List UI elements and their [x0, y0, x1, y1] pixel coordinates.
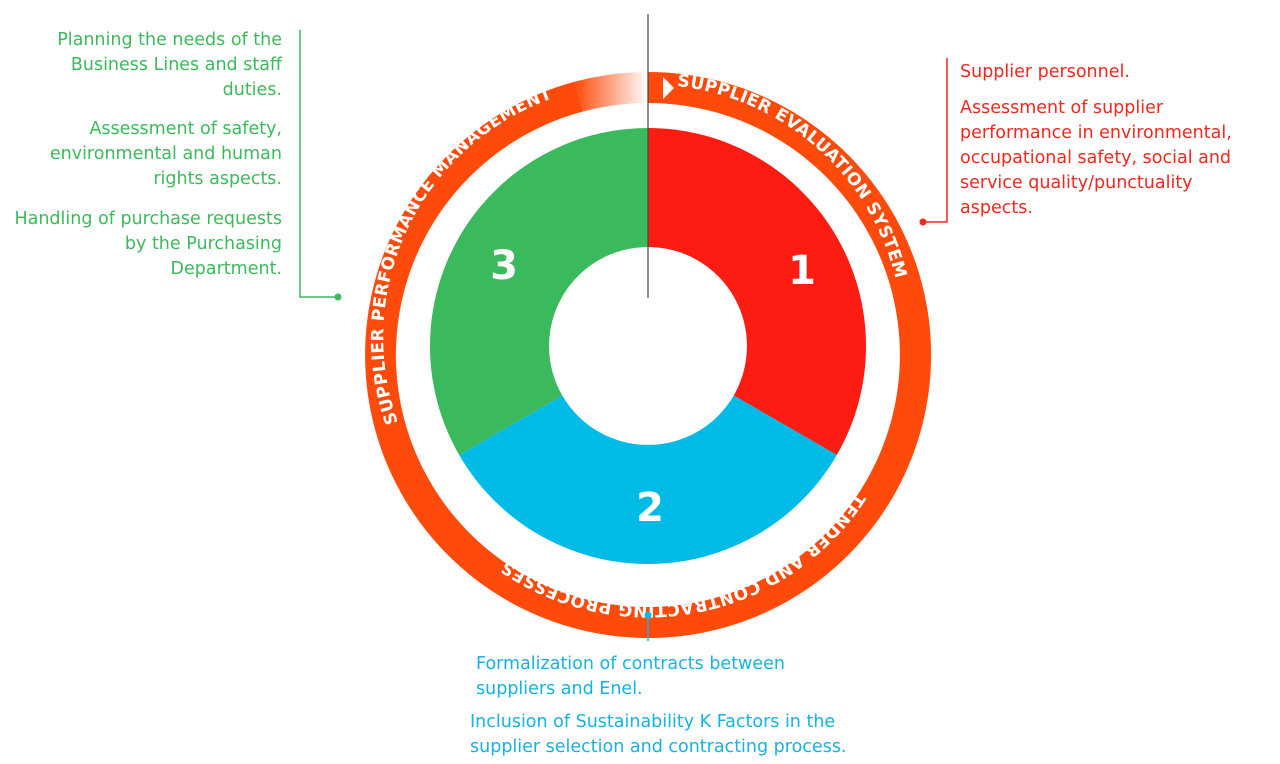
segment-1: [648, 128, 867, 455]
note-green-3: Handling of purchase requests by the Pur…: [14, 209, 282, 279]
segment-2: [459, 395, 837, 565]
note-red-1: Supplier personnel.: [960, 62, 1130, 82]
segment-number-3: 3: [490, 243, 518, 289]
note-blue-2: Inclusion of Sustainability K Factors in…: [470, 712, 847, 757]
note-green-2: Assessment of safety, environmental and …: [49, 119, 282, 189]
arrow-marker-icon: [663, 77, 674, 99]
segment-number-1: 1: [788, 248, 816, 294]
note-green-1: Planning the needs of the Business Lines…: [57, 30, 282, 100]
segment-3: [429, 128, 648, 455]
outer-ring: [365, 71, 932, 638]
segment-number-2: 2: [636, 485, 664, 531]
note-blue-1: Formalization of contracts between suppl…: [476, 654, 785, 699]
connector-green: [299, 30, 342, 301]
connector-blue: [644, 611, 652, 641]
note-red-2: Assessment of supplier performance in en…: [960, 98, 1232, 218]
connector-red: [919, 58, 948, 226]
